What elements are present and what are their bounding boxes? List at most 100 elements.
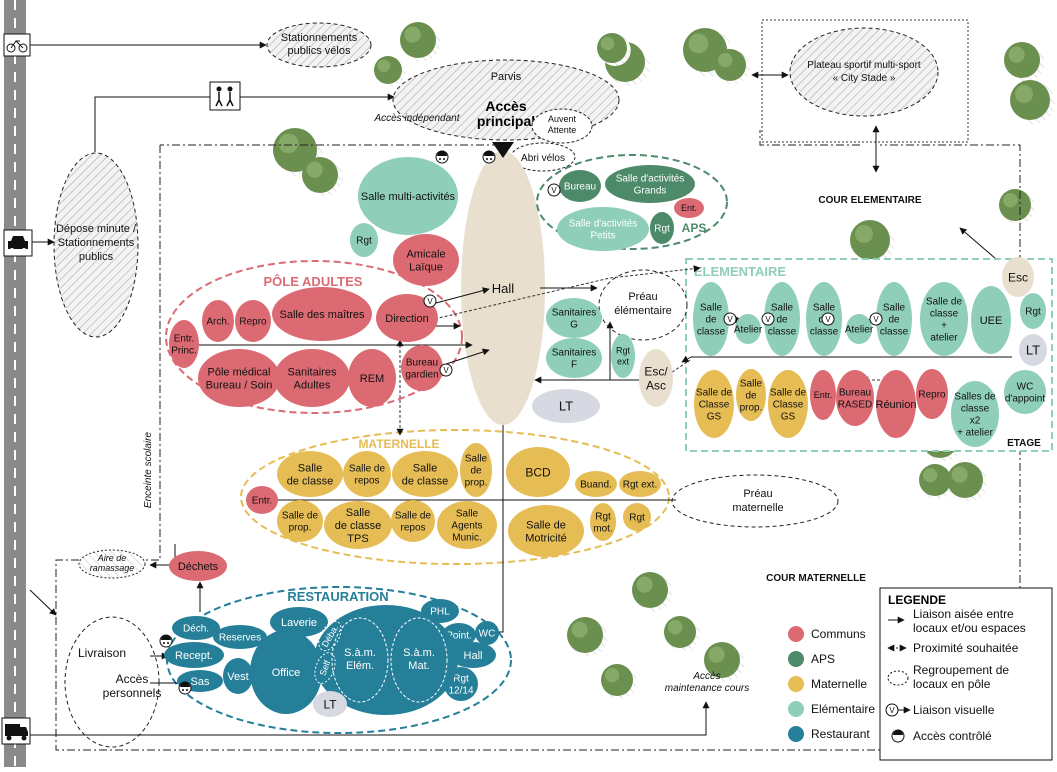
enceinte-label: Enceinte scolaire	[143, 431, 154, 508]
svg-text:LT: LT	[323, 697, 337, 711]
room-vest: Vest	[223, 658, 253, 694]
cour-elementaire-label: COUR ELEMENTAIRE	[818, 195, 921, 206]
legend-symbol-1: Proximité souhaitée	[887, 641, 1019, 655]
room-rem: REM	[348, 349, 396, 407]
room-maitres: Salle des maîtres	[272, 287, 372, 341]
svg-text:Rgt: Rgt	[654, 224, 670, 235]
car-icon	[3, 229, 33, 257]
svg-text:V: V	[551, 186, 557, 195]
pole-restauration-title: RESTAURATION	[287, 589, 388, 604]
legend-symbol-4: Accès contrôlé	[891, 729, 992, 743]
tree	[567, 617, 608, 657]
livraison-ellipse	[64, 616, 160, 748]
room-office: Office	[250, 630, 322, 714]
city-stade-label: Plateau sportif multi-sport« City Stade …	[807, 60, 921, 84]
tree	[601, 664, 637, 700]
room-rgt: Rgt	[623, 503, 651, 531]
cour-maternelle-label: COUR MATERNELLE	[766, 573, 866, 584]
svg-text:Vest: Vest	[227, 671, 248, 683]
svg-text:Liaison visuelle: Liaison visuelle	[913, 703, 995, 717]
svg-text:UEE: UEE	[980, 315, 1003, 327]
svg-text:Buand.: Buand.	[580, 480, 612, 491]
tree	[714, 49, 750, 85]
room-hall-rest: Hall	[450, 642, 496, 668]
svg-text:Salle des maîtres: Salle des maîtres	[280, 309, 365, 321]
livraison-label: Livraison	[78, 646, 126, 660]
legend-title: LEGENDE	[888, 593, 946, 607]
svg-text:Entr.: Entr.	[814, 390, 833, 400]
controlled-access-marker	[482, 150, 496, 164]
svg-text:Déchets: Déchets	[178, 561, 219, 573]
room-arch: Arch.	[202, 300, 234, 342]
legend-item-3: Elémentaire	[788, 701, 875, 717]
dining-block: S.à.m.Elém.S.à.m.Mat.Déba.Self	[314, 605, 458, 715]
room-dech: Déch.	[172, 616, 220, 640]
etage-label: ETAGE	[1007, 438, 1041, 449]
central-hall	[461, 151, 545, 425]
svg-text:Rgt: Rgt	[1025, 307, 1041, 318]
room-rgt: Rgt	[650, 212, 674, 244]
svg-text:Point.: Point.	[446, 631, 472, 642]
svg-text:Repro: Repro	[918, 390, 946, 401]
visual-link-marker: V	[439, 363, 453, 377]
tree	[999, 189, 1035, 225]
svg-text:V: V	[825, 315, 831, 324]
road	[4, 0, 26, 767]
svg-text:Proximité souhaitée: Proximité souhaitée	[913, 641, 1019, 655]
legend-color-items: CommunsAPSMaternelleElémentaireRestauran…	[788, 626, 875, 742]
visual-link-marker: V	[821, 312, 835, 326]
svg-text:Arch.: Arch.	[206, 317, 229, 328]
main-entrance-marker	[492, 142, 514, 158]
proximity-connectors	[396, 265, 891, 436]
pole-maternelle-outline	[240, 429, 670, 565]
pole-adultes-title: PÔLE ADULTES	[264, 274, 363, 289]
svg-text:APS: APS	[811, 652, 835, 666]
tree	[273, 128, 323, 177]
svg-text:Rgt: Rgt	[629, 513, 645, 524]
tree	[400, 22, 441, 62]
controlled-access-marker	[159, 634, 173, 648]
hall-label: Hall	[492, 281, 515, 296]
tree	[632, 572, 673, 612]
legend-item-0: Communs	[788, 626, 866, 642]
svg-text:Recept.: Recept.	[175, 650, 213, 662]
room-entr-princ: Entr.Princ.	[169, 320, 199, 368]
bike-icon	[3, 33, 31, 57]
